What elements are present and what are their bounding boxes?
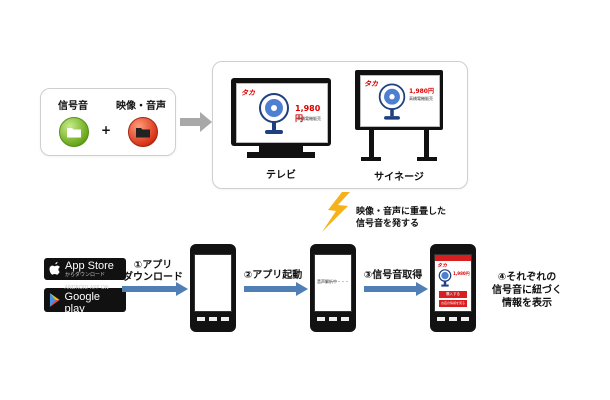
input-to-display-arrow: [180, 112, 212, 132]
signal-label: 信号音: [58, 101, 88, 112]
tv-label: テレビ: [266, 170, 296, 181]
broadcast-caption-line1: 映像・音声に重畳した: [356, 207, 447, 217]
store-info-button[interactable]: お店の情報を見る: [439, 300, 467, 307]
phone-downloaded: [190, 244, 236, 332]
signage-brand-logo: タカ: [364, 80, 378, 88]
google-play-title: Google play: [64, 291, 101, 315]
phone1-screen: [194, 254, 232, 312]
app-store-subtitle: からダウンロード: [65, 272, 106, 278]
apple-icon: [49, 262, 61, 275]
step2-label: ②アプリ起動: [243, 270, 303, 281]
tv-price: 1,980円: [295, 104, 321, 123]
phone-result: タカ 1,980円 購入する お店の情報を見る: [430, 244, 476, 332]
step4-label-line3: 情報を表示: [502, 298, 552, 309]
app-store-badge[interactable]: App Store からダウンロード: [44, 258, 126, 280]
plus-sign: +: [101, 123, 112, 137]
tv-brand-logo: タカ: [241, 89, 255, 97]
step1-arrow: [122, 282, 188, 296]
display-panel: タカ 1,980円 高橋電機販売 テレビ タカ: [212, 61, 468, 189]
signal-lightning-icon: [322, 192, 350, 232]
step2-arrow: [244, 282, 308, 296]
fan-icon: [438, 269, 452, 287]
phone2-screen: 音声解析中・・・: [314, 254, 352, 312]
step3-arrow: [364, 282, 428, 296]
step1-label-line1: ①アプリ: [133, 260, 173, 271]
phone3-screen: タカ 1,980円 購入する お店の情報を見る: [434, 254, 472, 312]
signage-screen: タカ 1,980円 高橋電機販売: [360, 75, 440, 127]
audio-analyzing-text: 音声解析中・・・: [317, 279, 349, 284]
tv-display: タカ 1,980円 高橋電機販売: [231, 78, 331, 160]
google-play-subtitle: ANDROID APP ON: [64, 285, 109, 291]
fan-icon: [259, 93, 289, 134]
broadcast-caption-line2: 信号音を発する: [356, 219, 420, 229]
fan-icon: [378, 83, 406, 120]
tv-store-name: 高橋電機販売: [297, 116, 321, 121]
audio-folder-icon: [59, 117, 89, 147]
media-label: 映像・音声: [116, 101, 166, 112]
signage-store-name: 高橋電機販売: [409, 96, 433, 101]
buy-button[interactable]: 購入する: [439, 291, 467, 298]
signage-label: サイネージ: [374, 172, 424, 183]
step4-label-line2: 信号音に紐づく: [492, 285, 562, 296]
signage-display: タカ 1,980円 高橋電機販売: [355, 70, 443, 162]
input-panel: 信号音 映像・音声 +: [40, 88, 176, 156]
step3-label: ③信号音取得: [363, 270, 423, 281]
phone3-brand-logo: タカ: [437, 263, 448, 269]
google-play-icon: [49, 293, 60, 307]
app-store-title: App Store: [65, 260, 114, 272]
google-play-badge[interactable]: ANDROID APP ON Google play: [44, 285, 126, 315]
step1-label-line2: ダウンロード: [123, 272, 183, 283]
phone-launched: 音声解析中・・・: [310, 244, 356, 332]
step4-label-line1: ④それぞれの: [497, 272, 557, 283]
video-folder-icon: [128, 117, 158, 147]
signage-price: 1,980円: [409, 88, 434, 95]
tv-screen: タカ 1,980円 高橋電機販売: [236, 83, 328, 143]
phone3-price: 1,980円: [453, 271, 470, 276]
